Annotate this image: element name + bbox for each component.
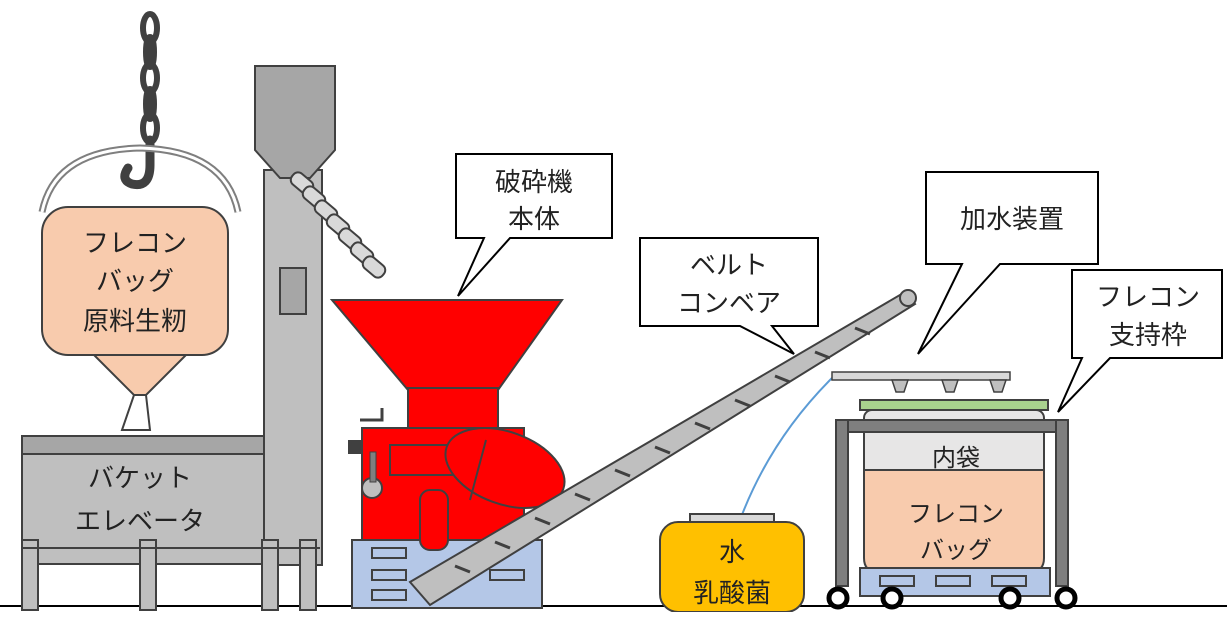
water-tank: 水 乳酸菌 (659, 377, 833, 613)
belt-label-2: コンベア (677, 289, 781, 319)
bucket-elevator-label-2: エレベータ (75, 507, 205, 537)
chain-hook-icon (120, 11, 160, 190)
inner-bag-label: 内袋 (932, 444, 980, 472)
source-bag-label-2: バッグ (96, 267, 174, 297)
crusher-label-1: 破砕機 (495, 168, 573, 198)
source-bag-label-3: 原料生籾 (83, 307, 187, 337)
source-flecon-bag: フレコン バッグ 原料生籾 (38, 144, 242, 431)
tank-label-1: 水 (719, 538, 745, 568)
wheel-icon (1054, 586, 1078, 610)
crusher-machine (329, 299, 566, 609)
water-device-label: 加水装置 (960, 205, 1064, 235)
water-spray-device (831, 371, 1011, 393)
source-bag-label-1: フレコン (83, 229, 187, 259)
crusher-label-2: 本体 (508, 205, 560, 235)
callout-support-frame: フレコン 支持枠 (1057, 269, 1223, 413)
callout-crusher: 破砕機 本体 (455, 153, 613, 297)
spiral-chute (289, 171, 387, 279)
frame-label-1: フレコン (1096, 283, 1200, 313)
wheel-icon (998, 586, 1022, 610)
wheel-icon (826, 586, 850, 610)
callout-water-device: 加水装置 (917, 171, 1099, 355)
frame-label-2: 支持枠 (1109, 321, 1187, 351)
wheel-icon (880, 586, 904, 610)
receiving-bag-label-1: フレコン (908, 500, 1004, 528)
tank-label-2: 乳酸菌 (693, 579, 771, 609)
belt-label-1: ベルト (690, 251, 768, 281)
belt-conveyor (408, 289, 917, 607)
flecon-support-frame: 内袋 フレコン バッグ (826, 399, 1078, 610)
receiving-bag-label-2: バッグ (920, 536, 992, 564)
bucket-elevator: バケット エレベータ (21, 65, 336, 611)
bucket-elevator-label-1: バケット (88, 464, 192, 494)
callout-belt-conveyor: ベルト コンベア (639, 237, 819, 355)
